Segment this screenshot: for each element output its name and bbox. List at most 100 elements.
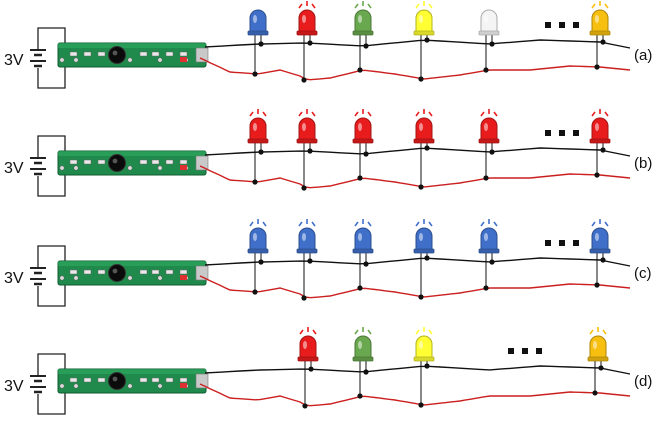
ic-blob-shine [112, 50, 118, 56]
smd-component [69, 377, 78, 383]
smd-component [69, 159, 78, 165]
junction-dot [489, 41, 495, 47]
smd-component [69, 51, 78, 57]
led-body [354, 227, 372, 252]
junction-dot [489, 259, 495, 265]
led-ray [298, 221, 303, 227]
smd-component [139, 51, 148, 57]
ellipsis-dot [559, 22, 565, 28]
battery-voltage-label: 3V [4, 160, 24, 177]
solder-pad [127, 165, 133, 171]
led-1 [296, 109, 318, 191]
ic-blob [108, 372, 126, 390]
smd-component [139, 377, 148, 383]
red-led-chip [180, 165, 187, 170]
led-shine [358, 15, 362, 23]
led-shine [358, 123, 362, 131]
led-body [299, 335, 317, 360]
led-base [247, 248, 269, 254]
solder-pad [127, 57, 133, 63]
led-base [296, 248, 318, 254]
ic-blob [108, 46, 126, 64]
panels-layer: 3V(a)3V(b)3V(c)3V(d) [4, 1, 652, 415]
led-1 [296, 1, 318, 83]
led-base [478, 138, 500, 144]
led-0 [247, 9, 269, 77]
solder-pad [157, 165, 163, 171]
red-led-chip [180, 57, 187, 62]
led-base [589, 138, 611, 144]
led-body [249, 227, 267, 252]
junction-dot [301, 77, 307, 83]
led-ray [428, 111, 433, 117]
smd-component [165, 51, 174, 57]
panel-label-0: (a) [634, 47, 652, 64]
led-3 [413, 219, 435, 300]
circuit-board-highlight [58, 43, 206, 48]
led-base [589, 248, 611, 254]
smd-component [97, 269, 106, 275]
led-shine [484, 15, 488, 23]
negative-wire [204, 147, 631, 157]
led-body [591, 9, 609, 34]
led-shine [358, 233, 362, 241]
led-ray [298, 111, 303, 117]
solder-pad [127, 383, 133, 389]
led-base [478, 248, 500, 254]
junction-dot [357, 67, 363, 73]
led-ray [602, 329, 607, 335]
smd-component [165, 269, 174, 275]
smd-component [151, 159, 160, 165]
smd-component [83, 51, 92, 57]
led-ray [262, 111, 267, 117]
junction-dot [307, 148, 313, 154]
junction-dot [424, 37, 430, 43]
led-1 [296, 219, 318, 301]
battery-wire [37, 353, 66, 415]
solder-pad [73, 165, 79, 171]
led-shine [419, 123, 423, 131]
led-ray [591, 111, 596, 117]
led-0 [247, 109, 269, 185]
junction-dot [418, 294, 424, 300]
led-ray [415, 111, 420, 117]
led-base [296, 138, 318, 144]
smd-component [151, 377, 160, 383]
junction-dot [598, 365, 604, 371]
led-body [354, 9, 372, 34]
led-ray [311, 111, 316, 117]
ellipsis-dot [573, 240, 579, 246]
positive-wire [199, 57, 631, 81]
led-ray [354, 221, 359, 227]
junction-dot [600, 147, 606, 153]
led-shine [302, 123, 306, 131]
ellipsis-dot [559, 130, 565, 136]
solder-pad [157, 57, 163, 63]
solder-pad [73, 57, 79, 63]
circuit-board-highlight [58, 261, 206, 266]
junction-dot [600, 257, 606, 263]
smd-component [179, 269, 188, 275]
led-body [591, 227, 609, 252]
junction-dot [363, 151, 369, 157]
junction-dot [363, 369, 369, 375]
smd-component [97, 377, 106, 383]
led-ray [493, 221, 498, 227]
led-ray [311, 221, 316, 227]
smd-component [179, 51, 188, 57]
junction-dot [258, 41, 264, 47]
ellipsis-dot [559, 240, 565, 246]
led-base [413, 138, 435, 144]
led-ray [604, 221, 609, 227]
led-base [352, 248, 374, 254]
led-base [352, 356, 374, 362]
led-ray [298, 3, 303, 9]
junction-dot [301, 295, 307, 301]
led-ray [249, 111, 254, 117]
led-shine [595, 15, 599, 23]
smd-component [83, 269, 92, 275]
led-base [352, 30, 374, 36]
led-ray [311, 3, 316, 9]
junction-dot [307, 258, 313, 264]
